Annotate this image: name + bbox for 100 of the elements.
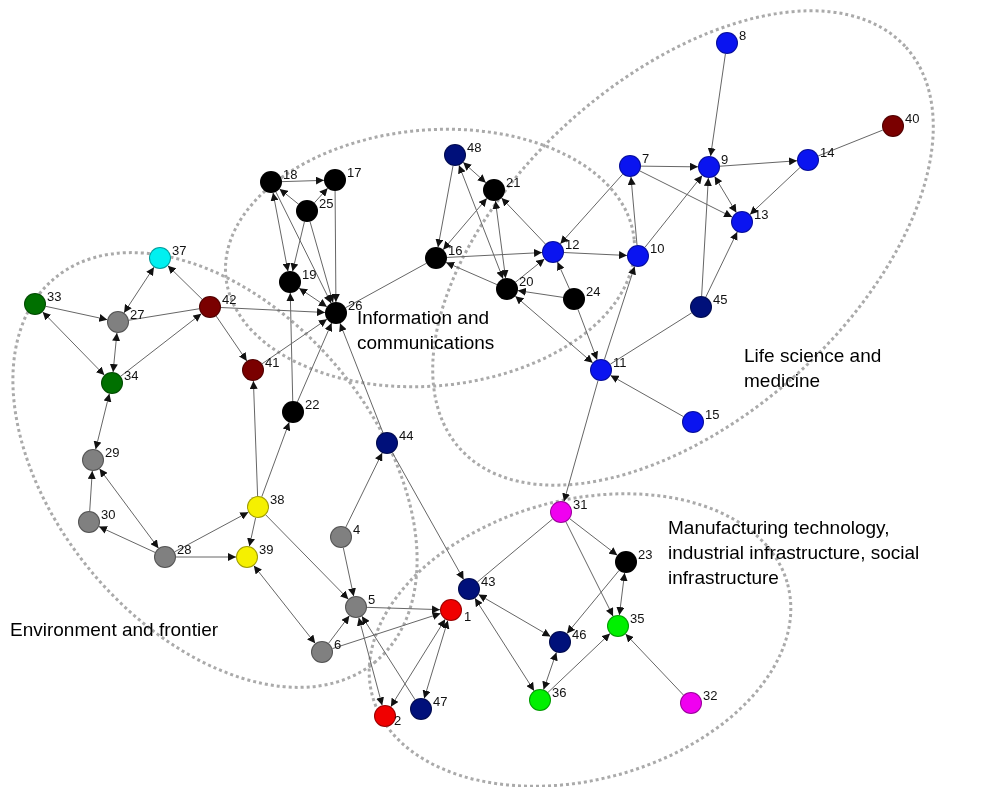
arrow — [714, 175, 737, 214]
network-node — [542, 241, 564, 263]
arrow — [442, 197, 488, 251]
network-node — [627, 245, 649, 267]
network-node — [698, 156, 720, 178]
network-node — [458, 578, 480, 600]
cluster-label: Environment and frontier — [10, 618, 220, 642]
arrow — [390, 618, 446, 708]
arrow — [296, 322, 333, 403]
arrow — [639, 170, 733, 218]
node-number: 39 — [259, 543, 274, 557]
arrow — [445, 261, 498, 286]
arrow — [566, 570, 620, 634]
network-node — [24, 293, 46, 315]
node-number: 25 — [319, 197, 334, 211]
network-node — [154, 546, 176, 568]
network-node — [882, 115, 904, 137]
network-node — [330, 526, 352, 548]
node-number: 30 — [101, 508, 116, 522]
network-node — [260, 171, 282, 193]
arrow — [627, 176, 638, 246]
arrow — [640, 162, 699, 171]
arrow — [174, 511, 249, 553]
arrow — [462, 161, 487, 184]
arrow — [701, 177, 712, 297]
network-node — [549, 631, 571, 653]
arrow — [298, 287, 328, 308]
arrow — [167, 265, 203, 300]
network-node — [563, 288, 585, 310]
node-number: 47 — [433, 695, 448, 709]
arrow — [290, 221, 305, 272]
node-number: 5 — [368, 593, 376, 607]
node-number: 21 — [506, 176, 521, 190]
network-node — [410, 698, 432, 720]
node-number: 44 — [399, 429, 414, 443]
network-node — [345, 596, 367, 618]
node-number: 19 — [302, 268, 317, 282]
node-number: 38 — [270, 493, 285, 507]
connector-line — [609, 312, 693, 365]
network-node — [483, 179, 505, 201]
network-node — [619, 155, 641, 177]
arrow — [422, 620, 450, 699]
network-node — [680, 692, 702, 714]
network-node — [199, 296, 221, 318]
arrow — [215, 315, 248, 362]
network-node — [296, 200, 318, 222]
node-number: 9 — [721, 153, 729, 167]
arrow — [563, 251, 628, 260]
arrow — [309, 221, 335, 303]
node-number: 41 — [265, 356, 280, 370]
connector-line — [476, 518, 554, 583]
arrow — [446, 249, 543, 258]
network-node — [282, 401, 304, 423]
connector-line — [345, 262, 427, 309]
node-number: 1 — [464, 610, 472, 624]
arrow — [557, 261, 570, 290]
network-node — [149, 247, 171, 269]
node-number: 31 — [573, 498, 588, 512]
node-number: 11 — [613, 356, 627, 370]
arrow — [313, 187, 329, 204]
arrow — [93, 393, 112, 450]
arrow — [109, 332, 121, 373]
arrow — [361, 615, 416, 701]
arrow — [342, 547, 356, 597]
node-number: 24 — [586, 285, 601, 299]
network-node — [550, 501, 572, 523]
node-number: 8 — [739, 29, 747, 43]
arrow — [749, 167, 801, 215]
network-node — [311, 641, 333, 663]
node-number: 45 — [713, 293, 728, 307]
node-number: 40 — [905, 112, 920, 126]
node-number: 33 — [47, 290, 62, 304]
network-node — [615, 551, 637, 573]
node-number: 46 — [572, 628, 587, 642]
network-node — [444, 144, 466, 166]
node-number: 27 — [130, 308, 145, 322]
arrow — [542, 651, 558, 691]
node-number: 28 — [177, 543, 192, 557]
arrow — [474, 597, 535, 692]
arrow — [577, 308, 598, 361]
arrow — [719, 157, 798, 167]
arrow — [559, 173, 624, 245]
network-node — [607, 615, 629, 637]
network-node — [78, 511, 100, 533]
arrow — [603, 265, 636, 361]
arrow — [261, 318, 328, 365]
node-number: 23 — [638, 548, 653, 562]
arrow — [261, 421, 291, 498]
arrow — [562, 380, 599, 502]
arrow — [644, 175, 703, 248]
arrow — [253, 565, 316, 644]
arrow — [478, 594, 551, 637]
arrow — [517, 287, 564, 298]
arrow — [339, 322, 384, 434]
arrow — [514, 295, 594, 364]
network-node — [236, 546, 258, 568]
arrow — [616, 572, 628, 616]
arrow — [249, 380, 259, 497]
network-node — [324, 169, 346, 191]
arrow — [610, 374, 684, 418]
